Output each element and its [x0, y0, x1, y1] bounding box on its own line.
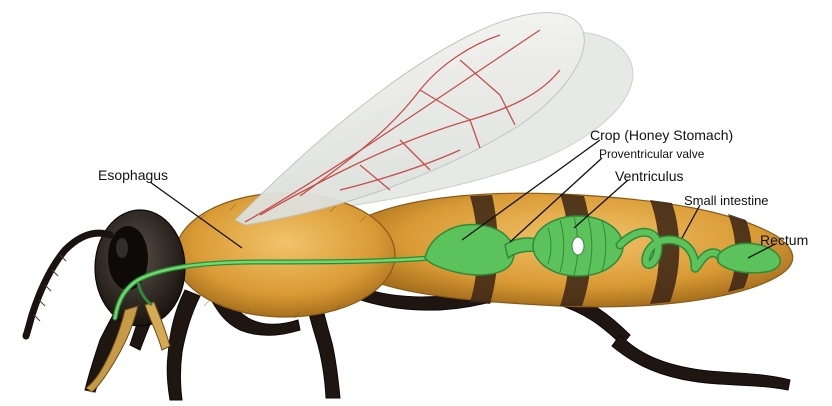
label-crop: Crop (Honey Stomach) — [590, 128, 733, 142]
label-esophagus: Esophagus — [98, 168, 168, 182]
label-proventricular-valve: Proventricular valve — [599, 148, 704, 160]
label-ventriculus: Ventriculus — [615, 169, 683, 183]
label-rectum: Rectum — [760, 233, 808, 247]
label-small-intestine: Small intestine — [684, 194, 769, 207]
